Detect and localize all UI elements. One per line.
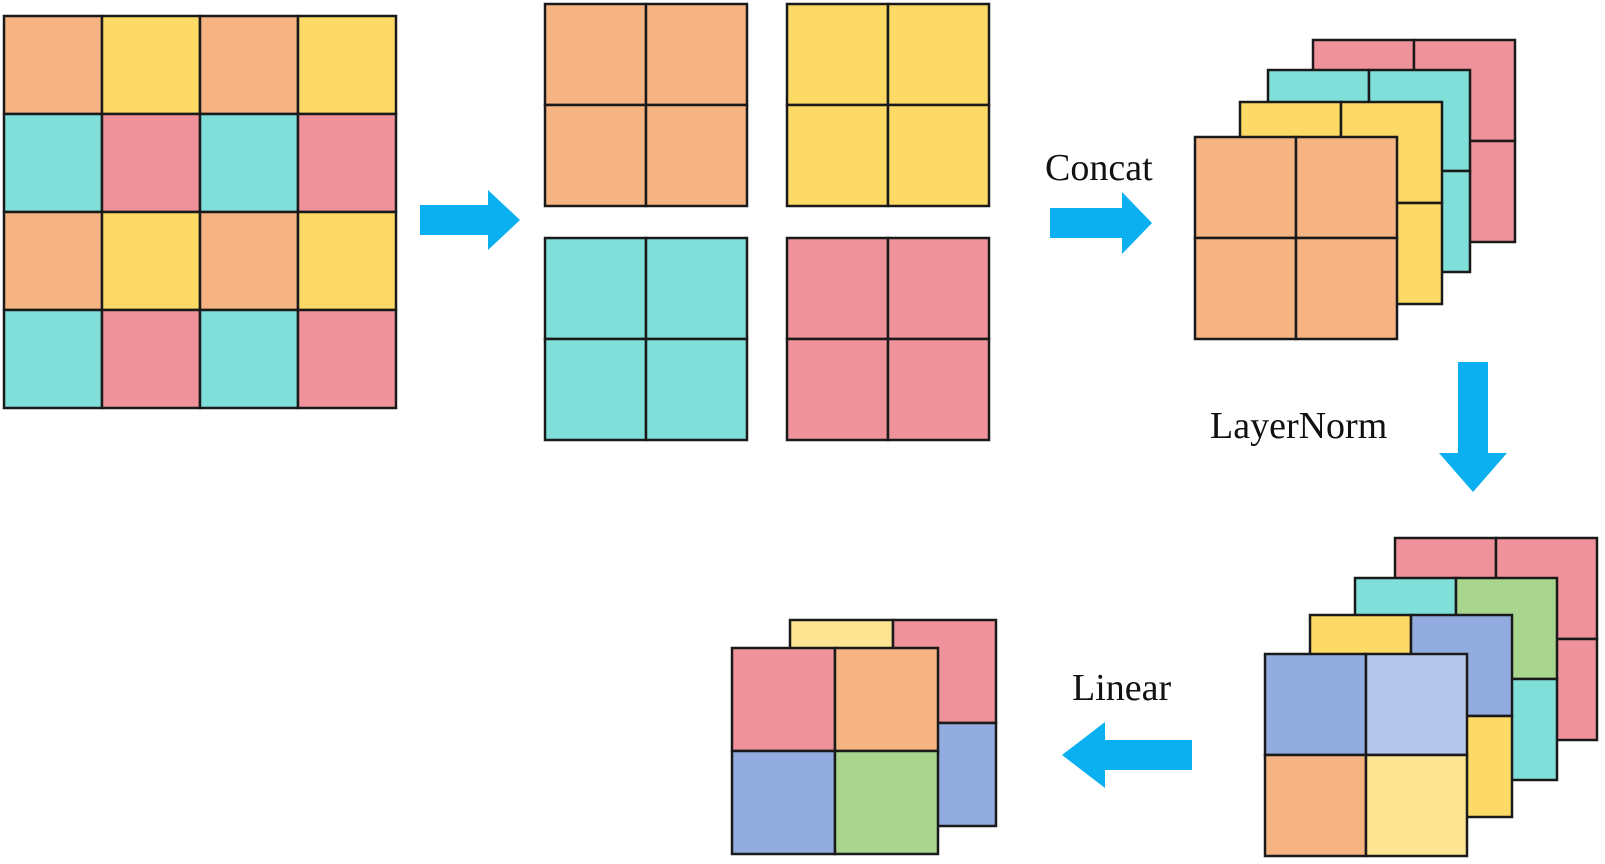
grid-cell <box>785 236 890 341</box>
grid-cell <box>2 112 104 214</box>
grid-cell <box>644 337 749 442</box>
grid-cell <box>543 236 648 341</box>
linear-arrow-left-icon <box>1062 722 1192 788</box>
grid-cell <box>543 2 648 107</box>
grid-cell <box>730 749 837 856</box>
layernorm-arrow-down-icon <box>1439 362 1507 492</box>
grid-cell <box>1263 652 1368 757</box>
grid-cell <box>198 308 300 410</box>
grid-cell <box>1364 652 1469 757</box>
input-grid-cells <box>2 14 398 410</box>
grid-cell <box>1364 753 1469 858</box>
grid-cell <box>296 210 398 312</box>
layernorm-label: LayerNorm <box>1210 405 1387 447</box>
grid-cell <box>785 337 890 442</box>
grid-cell <box>886 236 991 341</box>
norm-layer-3 <box>1263 652 1469 858</box>
grid-cell <box>1193 135 1298 240</box>
grid-cell <box>1193 236 1298 341</box>
grid-cell <box>785 2 890 107</box>
grid-cell <box>644 2 749 107</box>
concat-label: Concat <box>1045 147 1153 189</box>
grid-cell <box>2 210 104 312</box>
grid-cell <box>296 14 398 116</box>
grid-cell <box>833 646 940 753</box>
input-feature-map <box>2 14 398 410</box>
grid-cell <box>198 14 300 116</box>
grid-cell <box>100 210 202 312</box>
grid-cell <box>833 749 940 856</box>
concat-layer-3 <box>1193 135 1399 341</box>
grid-cell <box>198 112 300 214</box>
grid-cell <box>730 646 837 753</box>
grid-cell <box>296 112 398 214</box>
grid-cell <box>886 337 991 442</box>
grid-cell <box>644 236 749 341</box>
arrow-right-icon <box>420 190 520 250</box>
grid-cell <box>100 14 202 116</box>
concatenated-stack <box>1193 38 1517 341</box>
grid-cell <box>543 103 648 208</box>
grid-cell <box>1294 135 1399 240</box>
grid-cell <box>886 103 991 208</box>
split-group-orange <box>543 2 749 208</box>
grid-cell <box>1263 753 1368 858</box>
grid-cell <box>543 337 648 442</box>
grid-cell <box>2 14 104 116</box>
grid-cell <box>1294 236 1399 341</box>
normalized-stack <box>1263 536 1599 858</box>
split-group-yellow <box>785 2 991 208</box>
split-group-pink <box>785 236 991 442</box>
grid-cell <box>100 112 202 214</box>
linear-layer-1 <box>730 646 940 856</box>
grid-cell <box>198 210 300 312</box>
linear-label: Linear <box>1072 667 1172 709</box>
grid-cell <box>100 308 202 410</box>
grid-cell <box>644 103 749 208</box>
grid-cell <box>886 2 991 107</box>
grid-cell <box>2 308 104 410</box>
grid-cell <box>296 308 398 410</box>
split-group-teal <box>543 236 749 442</box>
linear-output-stack <box>730 618 998 856</box>
grid-cell <box>785 103 890 208</box>
split-patch-groups <box>543 2 991 442</box>
concat-arrow-right-icon <box>1050 192 1152 254</box>
